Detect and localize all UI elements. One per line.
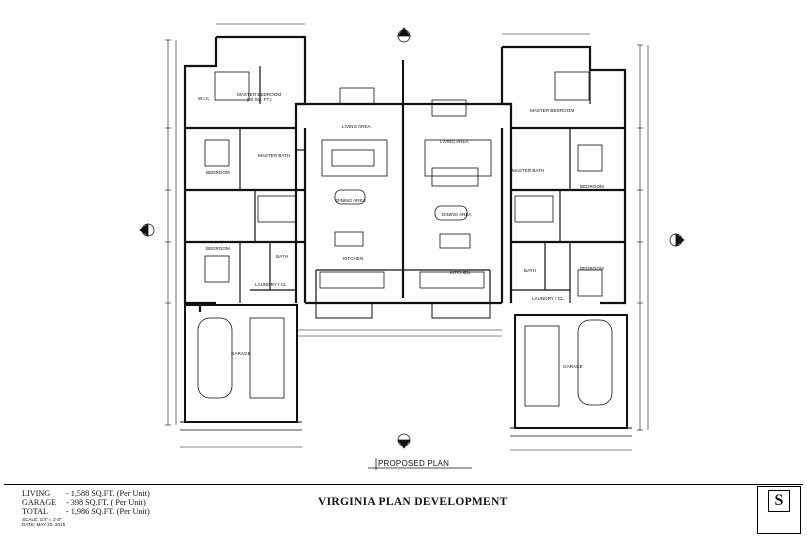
elevation-markers xyxy=(139,27,685,449)
right-living-label: LIVING AREA xyxy=(440,139,469,144)
drawing-title: VIRGINIA PLAN DEVELOPMENT xyxy=(318,496,508,508)
left-garage-label: GARAGE xyxy=(231,351,251,356)
left-master-bath-label: MASTER BATH xyxy=(258,153,291,158)
living-value: - 1,588 SQ.FT. (Per Unit) xyxy=(66,489,150,498)
right-unit-walls xyxy=(403,45,627,305)
right-bath-label: BATH xyxy=(524,268,536,273)
right-partitions xyxy=(403,70,591,303)
right-garage-label: GARAGE xyxy=(563,364,583,369)
left-living-label: LIVING AREA xyxy=(342,124,371,129)
garage-key: GARAGE xyxy=(22,498,57,508)
left-bath-label: BATH xyxy=(276,254,288,259)
left-master-label: MASTER BEDROOM(20 SQ. FT.) xyxy=(237,92,282,102)
left-dining-label: DINING AREA xyxy=(336,198,366,203)
proposed-plan-caption: PROPOSED PLAN xyxy=(378,459,450,468)
left-bedroom2-label: BEDROOM xyxy=(206,170,230,175)
left-garage-walls xyxy=(180,304,302,431)
scale-note: SCALE: 1/4" = 1'-0" xyxy=(22,516,63,522)
total-key: TOTAL xyxy=(22,507,49,517)
right-kitchen-label: KITCHEN xyxy=(450,270,471,275)
left-kitchen-label: KITCHEN xyxy=(343,256,364,261)
logo-mark-icon: S xyxy=(768,490,790,512)
dimension-lines xyxy=(165,23,649,451)
left-partitions xyxy=(239,66,403,303)
total-value: - 1,986 SQ.FT. (Per Unit) xyxy=(66,507,150,517)
right-furniture xyxy=(419,71,613,407)
right-bedroom2-label: BEDROOM xyxy=(580,184,604,189)
right-master-label: MASTER BEDROOM xyxy=(530,108,575,113)
living-key: LIVING xyxy=(22,489,51,498)
area-schedule: LIVING - 1,588 SQ.FT. (Per Unit) GARAGE - … xyxy=(22,489,150,527)
left-furniture xyxy=(197,71,388,399)
left-laundry-label: LAUNDRY / CL. xyxy=(255,282,288,287)
right-master-bath-label: MASTER BATH xyxy=(512,168,545,173)
firm-logo: S xyxy=(757,486,801,534)
left-bedroom3-label: BEDROOM xyxy=(206,246,230,251)
right-bedroom3-label: BEDROOM xyxy=(580,266,604,271)
right-laundry-label: LAUNDRY / CL. xyxy=(532,296,565,301)
date-note: DATE: MAY 20, 2015 xyxy=(22,521,66,527)
porches xyxy=(315,303,491,319)
right-dining-label: DINING AREA xyxy=(442,212,472,217)
garage-value: - 398 SQ.FT. ( Per Unit) xyxy=(66,498,146,508)
title-block-divider xyxy=(4,484,803,485)
right-garage-walls xyxy=(510,314,632,437)
left-wic-label: W.I.C. xyxy=(198,96,211,101)
